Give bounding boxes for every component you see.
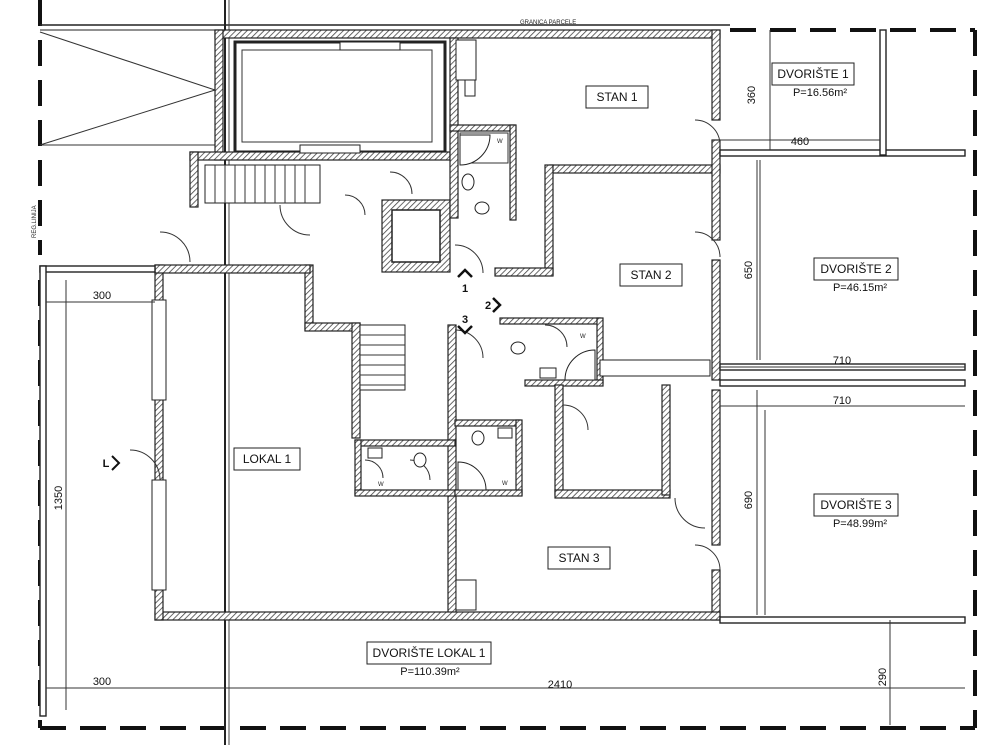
svg-text:300: 300 [93,676,111,688]
svg-text:460: 460 [791,136,809,148]
svg-text:LOKAL 1: LOKAL 1 [243,452,292,466]
svg-text:DVORIŠTE 1: DVORIŠTE 1 [777,66,849,81]
svg-text:650: 650 [743,261,755,279]
svg-text:W: W [580,334,586,340]
sink-icon [464,79,476,97]
door-swings [129,119,721,571]
room-lokal1: LOKAL 1 [233,447,301,471]
parcel-border-label: GRANICA PARCELE [520,20,576,26]
svg-text:STAN 2: STAN 2 [630,268,671,282]
svg-text:W: W [502,481,508,487]
svg-text:290: 290 [877,668,889,686]
svg-text:STAN 1: STAN 1 [596,90,637,104]
svg-text:P=46.15m²: P=46.15m² [833,282,887,294]
yard-dvoriste1: DVORIŠTE 1 P=16.56m² [771,62,855,99]
dimension-lines [46,30,965,725]
svg-text:360: 360 [746,86,758,104]
svg-text:W: W [497,139,503,145]
yard-dvoriste2: DVORIŠTE 2 P=46.15m² [813,257,899,294]
svg-text:3: 3 [462,314,468,326]
toilet-icon [474,201,490,215]
kitchen-counter [455,39,477,81]
svg-text:2410: 2410 [548,679,572,691]
svg-text:W: W [378,482,384,488]
stair-treads-mid [360,334,405,386]
dimension-labels: 360 460 650 710 710 690 300 300 1350 241… [53,86,889,691]
toilet-icon [413,452,427,468]
svg-text:P=16.56m²: P=16.56m² [793,87,847,99]
sink-icon [539,367,557,379]
svg-text:DVORIŠTE LOKAL 1: DVORIŠTE LOKAL 1 [373,645,486,660]
kitchen-counter [455,579,477,611]
svg-text:P=110.39m²: P=110.39m² [400,666,460,678]
svg-text:690: 690 [743,491,755,509]
svg-text:1: 1 [462,283,468,295]
shower-icon [459,134,491,166]
toilet-icon [471,430,485,446]
svg-text:2: 2 [485,300,491,312]
toilet-icon [510,341,526,355]
w-markers: W W W W [378,139,586,488]
svg-text:300: 300 [93,290,111,302]
svg-text:DVORIŠTE 3: DVORIŠTE 3 [820,497,892,512]
room-stan2: STAN 2 [619,263,683,287]
svg-text:1350: 1350 [53,486,65,510]
svg-text:P=48.99m²: P=48.99m² [833,518,887,530]
kitchen-counter [339,41,401,51]
carport-outline [39,30,216,146]
svg-text:DVORIŠTE 2: DVORIŠTE 2 [820,261,892,276]
regulation-line-label: REG.LINIJA [32,205,38,238]
room-stan3: STAN 3 [547,546,611,570]
sanitary-fixtures [299,39,711,611]
svg-text:710: 710 [833,355,851,367]
room-stan1: STAN 1 [585,85,649,109]
toilet-icon [461,173,475,191]
svg-text:STAN 3: STAN 3 [558,551,599,565]
kitchen-counter [299,144,361,154]
building-walls [151,29,721,621]
shower-icon [457,461,487,491]
yard-dvoriste-lokal1: DVORIŠTE LOKAL 1 P=110.39m² [366,641,492,678]
svg-text:710: 710 [833,395,851,407]
kitchen-counter [599,359,711,377]
sink-icon [497,427,513,439]
stair-treads-top [214,165,306,203]
entry-markers: 1 2 3 L [103,268,502,471]
shower-icon [564,349,596,381]
sink-icon [367,447,383,459]
yard-dvoriste3: DVORIŠTE 3 P=48.99m² [813,493,899,530]
svg-text:L: L [103,458,110,470]
